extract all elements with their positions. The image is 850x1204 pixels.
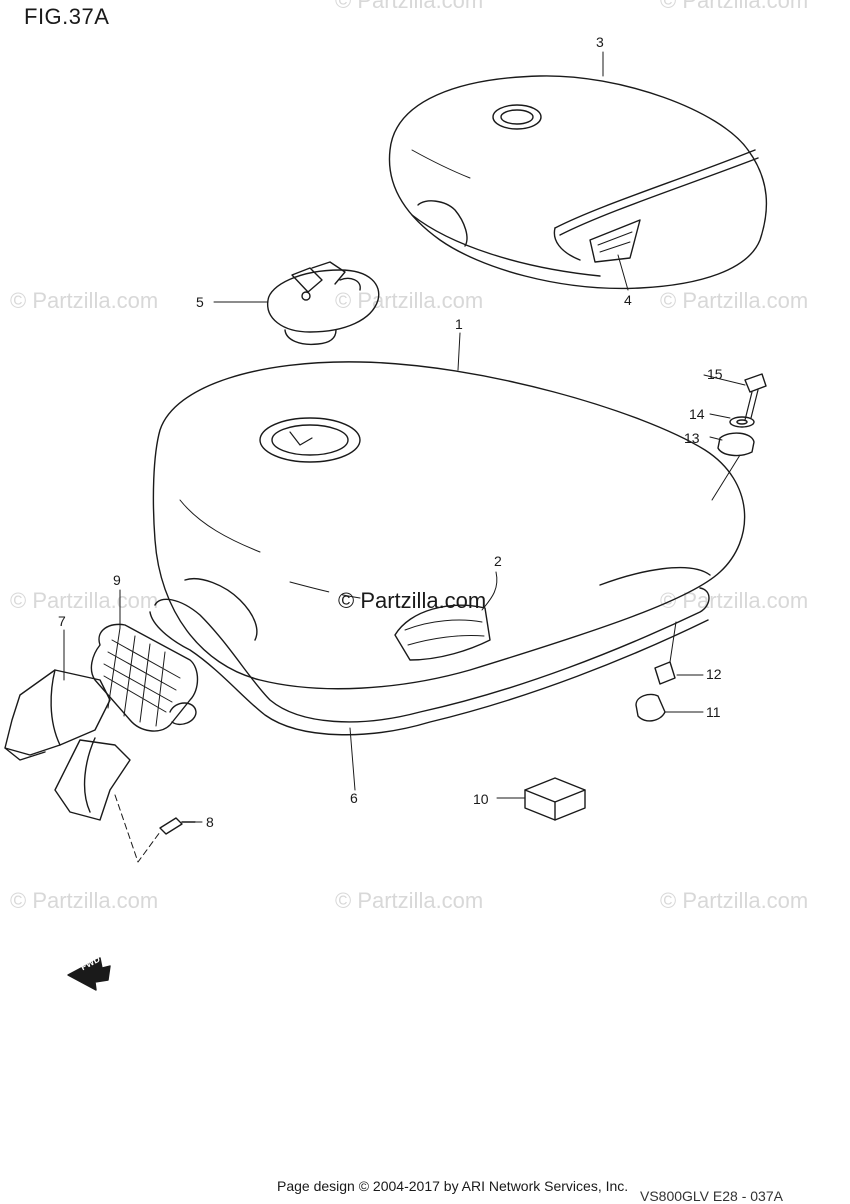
callout-5: 5: [196, 294, 204, 310]
bolt-part: [717, 373, 767, 457]
pad-part: [524, 777, 586, 821]
cover-emblem-part: [589, 219, 641, 263]
watermark: © Partzilla.com: [660, 288, 809, 313]
screw-part: [159, 817, 196, 835]
watermark: © Partzilla.com: [10, 288, 159, 313]
callout-3: 3: [596, 34, 604, 50]
diagram-code: VS800GLV E28 - 037A: [640, 1188, 783, 1204]
callout-6: 6: [350, 790, 358, 806]
footer-copyright: Page design © 2004-2017 by ARI Network S…: [277, 1178, 629, 1194]
seal-strip-part: [149, 587, 710, 736]
watermark: © Partzilla.com: [335, 288, 484, 313]
watermark: © Partzilla.com: [660, 588, 809, 613]
tank-cover-part: [388, 75, 768, 290]
forward-arrow-icon: [67, 957, 111, 991]
callout-4: 4: [624, 292, 632, 308]
callout-10: 10: [473, 791, 489, 807]
watermark: © Partzilla.com: [10, 588, 159, 613]
fuel-cap-part: [267, 261, 380, 346]
watermark: © Partzilla.com: [335, 888, 484, 913]
callout-11: 11: [706, 704, 721, 720]
leader-lines: [63, 51, 746, 863]
fuel-tank-part: [152, 361, 746, 690]
watermark: © Partzilla.com: [660, 888, 809, 913]
watermark: © Partzilla.com: [335, 0, 484, 13]
tank-emblem-part: [394, 604, 491, 661]
bracket-part: [4, 669, 131, 821]
callout-13: 13: [684, 430, 700, 446]
callout-15: 15: [707, 366, 723, 382]
callout-14: 14: [689, 406, 705, 422]
watermark: © Partzilla.com: [10, 888, 159, 913]
callout-12: 12: [706, 666, 722, 682]
callout-7: 7: [58, 613, 66, 629]
callout-9: 9: [113, 572, 121, 588]
figure-title: FIG.37A: [24, 4, 110, 29]
callout-8: 8: [206, 814, 214, 830]
watermark: © Partzilla.com: [660, 0, 809, 13]
center-watermark: © Partzilla.com: [338, 588, 487, 613]
callout-1: 1: [455, 316, 463, 332]
callout-2: 2: [494, 553, 502, 569]
rubber-cushion-part: [90, 623, 199, 732]
